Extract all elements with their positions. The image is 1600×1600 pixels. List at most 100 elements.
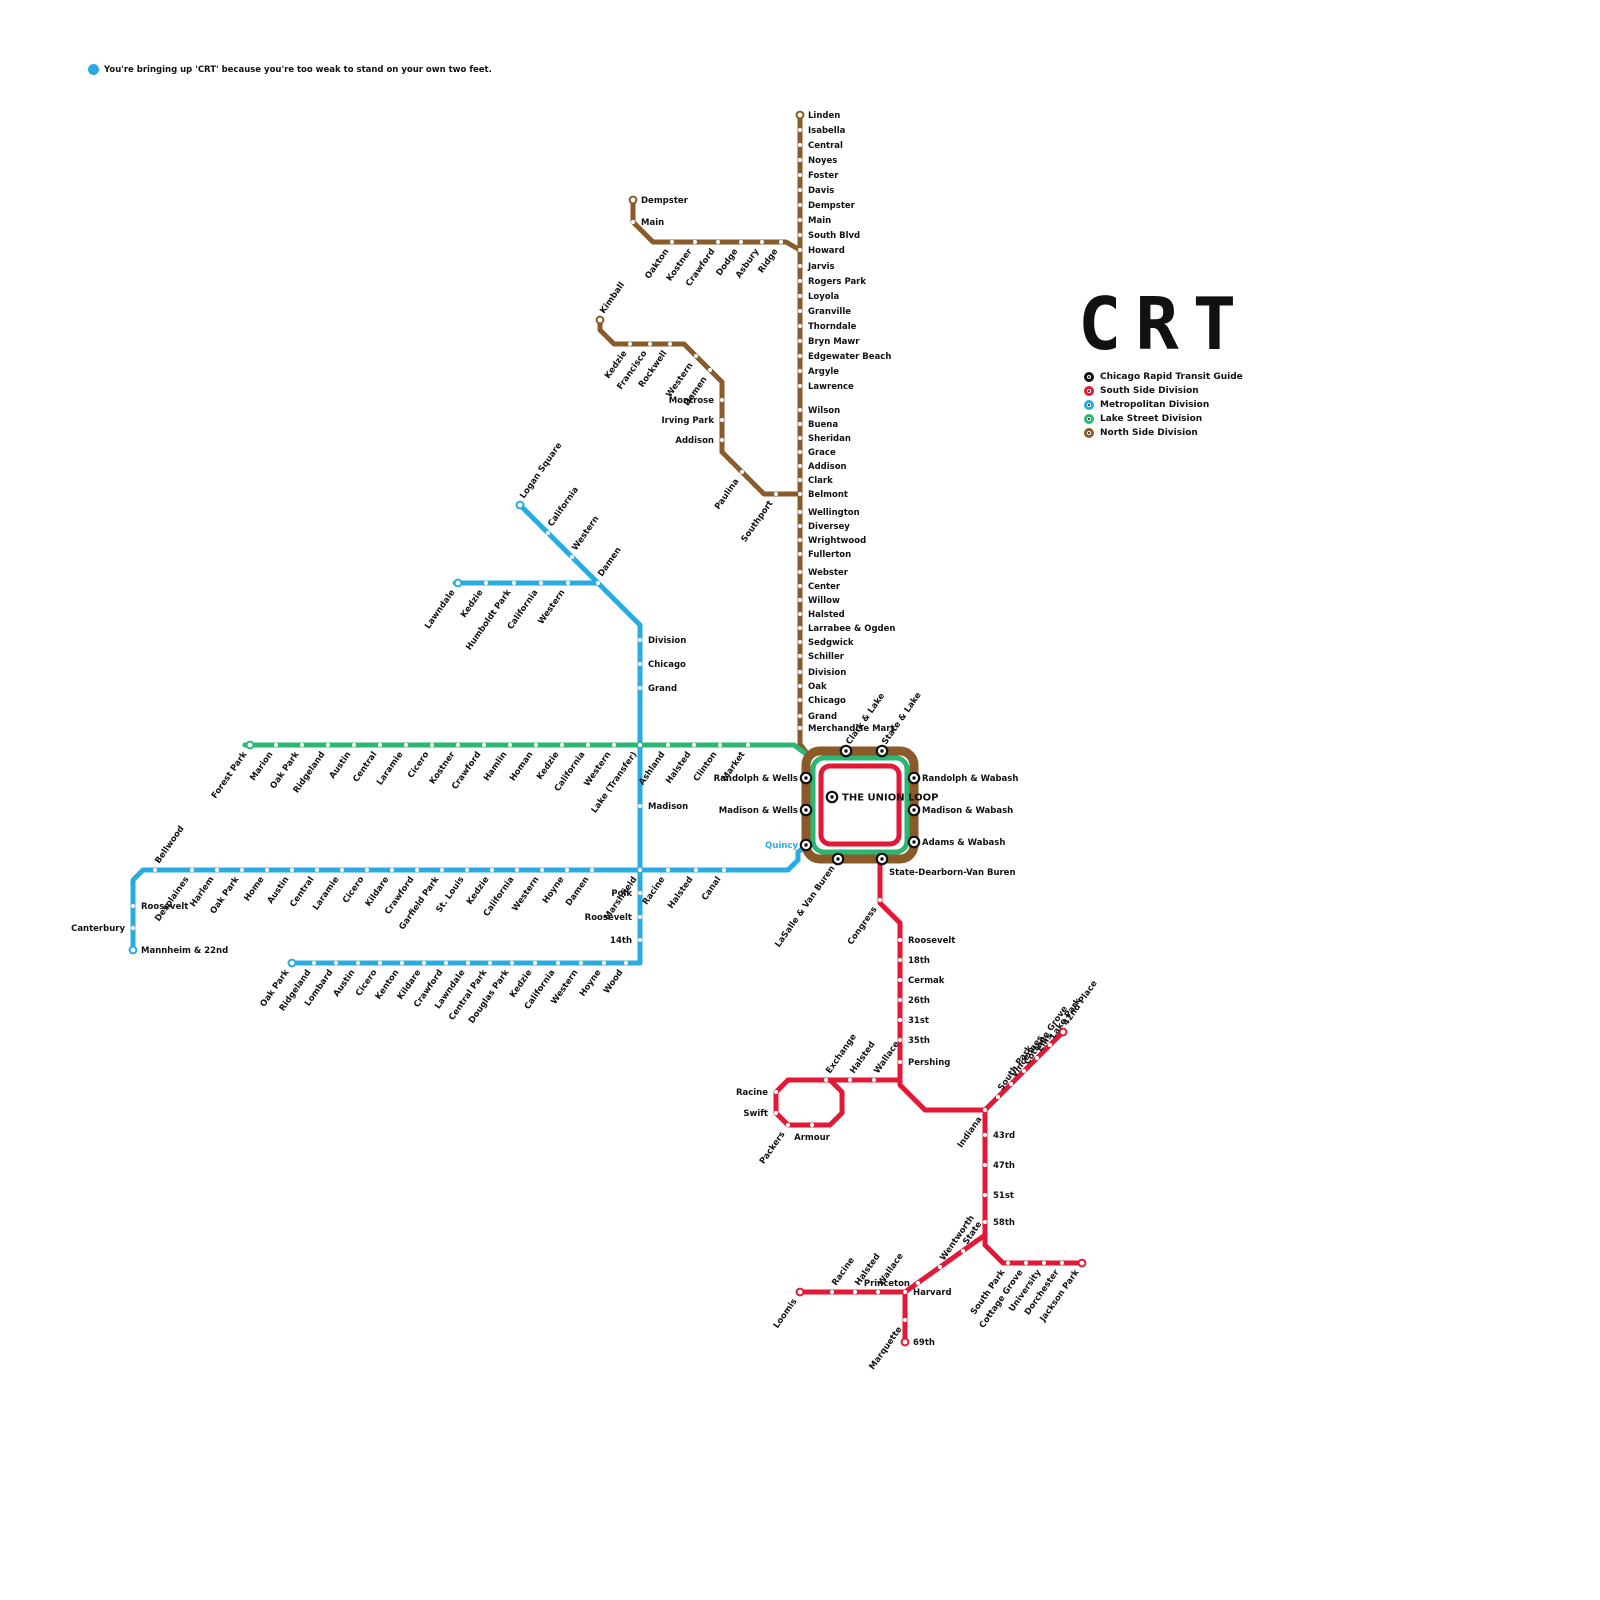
station-marker	[937, 1264, 943, 1270]
station-label: Hamlin	[482, 750, 509, 783]
station-marker	[627, 341, 633, 347]
station-label: Quincy	[765, 841, 798, 851]
station-marker	[797, 421, 803, 427]
station-marker	[717, 742, 723, 748]
station-marker	[902, 1289, 908, 1295]
station-marker	[797, 669, 803, 675]
station-label: 18th	[908, 956, 930, 966]
station-marker	[797, 127, 803, 133]
station-label: Marquette	[867, 1325, 904, 1372]
station-label: Wellington	[808, 508, 860, 518]
station-label: 35th	[908, 1036, 930, 1046]
station-marker	[797, 509, 803, 515]
station-marker	[797, 157, 803, 163]
station-label: Austin	[332, 968, 358, 999]
station-marker	[1021, 1068, 1027, 1074]
station-label: Schiller	[808, 652, 845, 662]
station-marker	[877, 897, 883, 903]
station-label: 47th	[993, 1161, 1015, 1171]
station-marker	[623, 960, 629, 966]
station-marker	[773, 491, 779, 497]
station-marker	[509, 960, 515, 966]
station-label: Center	[808, 582, 841, 592]
station-label: Larrabee & Ogden	[808, 624, 895, 634]
station-marker	[637, 637, 643, 643]
station-marker	[637, 661, 643, 667]
legend-label: Chicago Rapid Transit Guide	[1100, 372, 1243, 382]
station-marker	[1005, 1260, 1011, 1266]
union-loop-label: THE UNION LOOP	[842, 793, 938, 804]
station-label: Adams & Wabash	[922, 838, 1005, 848]
station-marker	[637, 742, 643, 748]
station-marker	[637, 890, 643, 896]
station-marker	[797, 142, 803, 148]
station-label: Davis	[808, 186, 834, 196]
station-marker	[797, 232, 803, 238]
station-label: California	[546, 485, 581, 529]
station-marker	[897, 1037, 903, 1043]
loop-station-dot	[912, 808, 916, 812]
station-label: Addison	[808, 462, 847, 472]
station-marker	[414, 867, 420, 873]
station-marker	[1034, 1055, 1040, 1061]
station-marker	[982, 1219, 988, 1225]
guide-line-icon	[1084, 372, 1094, 382]
station-marker	[539, 867, 545, 873]
station-label: State-Dearborn-Van Buren	[889, 868, 1016, 878]
station-marker	[339, 867, 345, 873]
station-marker	[637, 803, 643, 809]
station-marker	[982, 1107, 988, 1113]
station-marker	[692, 239, 698, 245]
station-label: Swift	[743, 1109, 768, 1119]
terminal-marker	[287, 958, 297, 968]
station-marker	[455, 742, 461, 748]
terminal-marker	[900, 1337, 910, 1347]
station-label: Homan	[508, 750, 535, 783]
station-marker	[982, 1192, 988, 1198]
terminal-marker	[128, 945, 138, 955]
station-marker	[481, 742, 487, 748]
station-marker	[759, 239, 765, 245]
station-label: Clark & Lake	[844, 691, 887, 746]
terminal-marker	[1077, 1258, 1087, 1268]
station-marker	[647, 341, 653, 347]
station-label: Hoyne	[541, 875, 567, 906]
station-marker	[514, 867, 520, 873]
station-label: Rogers Park	[808, 277, 866, 287]
loop-station-dot	[844, 749, 848, 753]
station-marker	[719, 417, 725, 423]
station-marker	[715, 239, 721, 245]
station-marker	[897, 937, 903, 943]
station-marker	[797, 551, 803, 557]
line-north-side-division	[597, 317, 803, 497]
station-label: Fullerton	[808, 550, 851, 560]
station-label: Cermak	[908, 976, 945, 986]
station-marker	[464, 867, 470, 873]
line-north-side-division	[630, 197, 803, 253]
station-label: Main	[641, 218, 664, 228]
station-marker	[797, 247, 803, 253]
station-label: Congress	[846, 905, 880, 947]
station-label: Oak	[808, 682, 827, 692]
station-marker	[797, 172, 803, 178]
station-marker	[897, 1059, 903, 1065]
station-label: Isabella	[808, 126, 846, 136]
station-marker	[915, 1280, 921, 1286]
station-label: Damen	[596, 546, 623, 579]
station-label: Indiana	[956, 1115, 985, 1150]
station-marker	[797, 597, 803, 603]
station-marker	[797, 368, 803, 374]
south-side-line-icon	[1084, 386, 1094, 396]
line-metropolitan-division	[130, 843, 809, 953]
station-label: Halsted	[664, 750, 693, 786]
station-label: Montrose	[669, 396, 715, 406]
union-loop-ring-1	[810, 755, 910, 855]
station-marker	[465, 960, 471, 966]
station-label: Halsted	[666, 875, 695, 911]
station-marker	[130, 903, 136, 909]
station-marker	[797, 683, 803, 689]
station-label: Thorndale	[808, 322, 857, 332]
station-marker	[847, 1077, 853, 1083]
station-label: Kedzie	[535, 750, 562, 782]
